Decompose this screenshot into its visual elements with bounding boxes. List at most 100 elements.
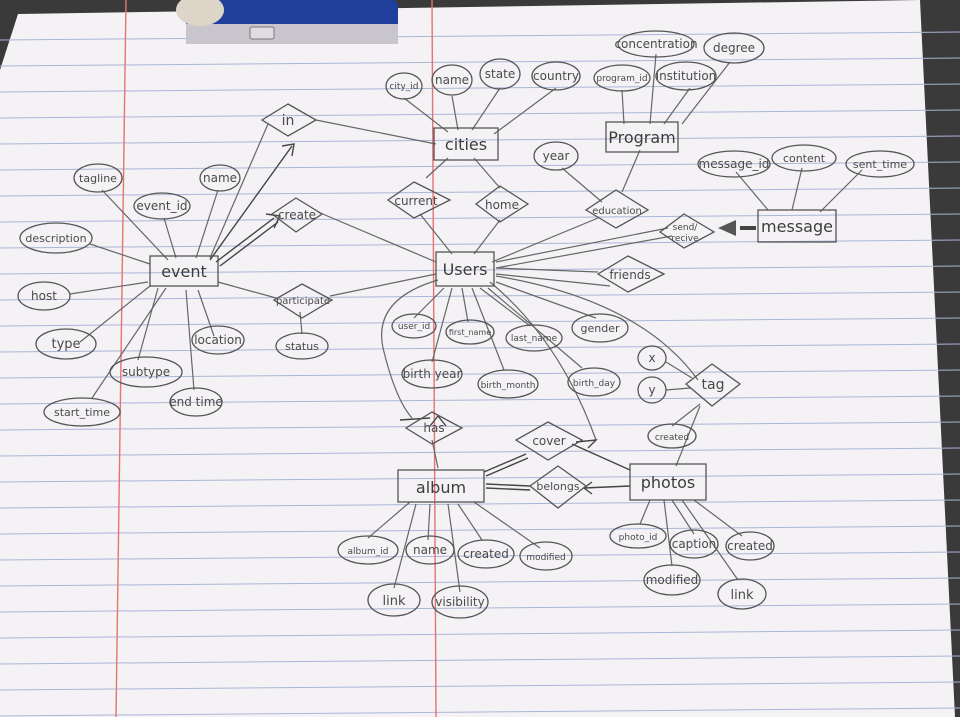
attr-birth-year-oval xyxy=(401,359,463,389)
attr-visibility-label: visibility xyxy=(435,595,484,609)
attr-year-oval xyxy=(533,141,579,171)
attr-photo-created-oval xyxy=(725,531,775,561)
attr-city-id-label: city_id xyxy=(389,82,418,92)
entity-photos-label: photos xyxy=(641,473,695,492)
ruled-line xyxy=(0,109,960,119)
rel-home-diamond xyxy=(474,185,530,223)
attr-photo-link-label: link xyxy=(731,588,754,603)
attr-tagline-oval xyxy=(73,163,123,193)
attr-user-id-oval xyxy=(391,313,437,339)
attr-end-time-label: end time xyxy=(169,395,223,409)
attr-album-name-label: name xyxy=(413,543,447,557)
rel-education-label: education xyxy=(592,206,642,217)
attr-start-time-label: start_time xyxy=(54,406,110,419)
ruled-line xyxy=(0,551,960,561)
attr-host-oval xyxy=(17,281,71,311)
attr-start-time-oval xyxy=(43,397,121,427)
attr-program-id-oval xyxy=(593,64,651,92)
entity-album-box xyxy=(397,469,485,503)
ruled-lines xyxy=(0,31,960,717)
attr-concentration-label: concentration xyxy=(614,37,697,51)
attr-subtype-oval xyxy=(109,356,183,388)
attr-birth-day-label: birth_day xyxy=(573,379,616,389)
ruled-line xyxy=(0,707,960,717)
rel-tag-label: tag xyxy=(702,377,725,393)
attr-first-name-oval xyxy=(445,319,495,345)
rel-in-diamond xyxy=(260,103,318,137)
entity-cities-box xyxy=(433,127,499,161)
ruled-line xyxy=(0,83,960,93)
attr-caption-oval xyxy=(669,529,719,559)
rel-has-label: has xyxy=(423,421,444,435)
arrow-lines xyxy=(209,143,756,495)
attr-state-oval xyxy=(479,58,521,90)
rel-participate-label: participate xyxy=(276,296,330,307)
rel-recive-label: recive xyxy=(671,234,699,244)
attr-user-id-label: user_id xyxy=(398,322,430,332)
attr-photo-link-oval xyxy=(717,578,767,610)
attr-photo-created-label: created xyxy=(727,539,773,553)
attr-program-id-label: program_id xyxy=(596,74,647,84)
attr-gender-label: gender xyxy=(581,322,620,335)
ruled-line xyxy=(0,473,960,483)
attr-degree-oval xyxy=(703,32,765,64)
attr-event-id-label: event_id xyxy=(136,199,187,213)
attr-tag-created-oval xyxy=(647,423,697,449)
attr-institution-oval xyxy=(655,61,717,91)
rel-education-diamond xyxy=(584,189,650,229)
attr-birth-year-label: birth year xyxy=(403,367,462,381)
attr-city-id-oval xyxy=(385,72,423,100)
rel-has-diamond xyxy=(404,411,464,445)
rel-cover-label: cover xyxy=(532,434,565,448)
attr-description-oval xyxy=(19,222,93,254)
attr-sent-time-label: sent_time xyxy=(853,158,907,171)
attr-message-id-label: message_id xyxy=(699,157,770,171)
attr-birth-month-label: birth_month xyxy=(481,381,536,391)
attr-status-oval xyxy=(275,332,329,360)
attr-visibility-oval xyxy=(431,585,489,619)
ruled-line xyxy=(0,135,960,145)
attr-content-oval xyxy=(771,144,837,172)
ruled-line xyxy=(0,655,960,665)
attr-first-name-label: first_name xyxy=(449,328,491,337)
attr-album-id-label: album_id xyxy=(348,547,389,557)
attr-photo-id-label: photo_id xyxy=(619,533,658,543)
attr-album-link-label: link xyxy=(383,594,406,609)
attr-message-id-oval xyxy=(697,150,771,178)
entity-users-label: Users xyxy=(443,260,488,279)
attr-last-name-oval xyxy=(505,324,563,352)
entity-program-box xyxy=(605,121,679,153)
rel-send-recive-diamond xyxy=(658,213,716,249)
ruled-line xyxy=(0,31,960,41)
ruled-line xyxy=(0,369,960,379)
attr-tag-y-oval xyxy=(637,376,667,404)
entity-album-label: album xyxy=(416,478,466,497)
attr-location-label: location xyxy=(194,333,242,347)
rel-create-diamond xyxy=(270,197,324,233)
entity-users-box xyxy=(435,251,495,287)
attr-sent-time-oval xyxy=(845,150,915,178)
attr-birth-month-oval xyxy=(477,369,539,399)
attr-end-time-oval xyxy=(169,387,223,417)
attr-photo-modified-label: modified xyxy=(646,573,699,587)
attr-content-label: content xyxy=(783,152,826,165)
attr-album-modified-oval xyxy=(519,541,573,571)
attr-concentration-oval xyxy=(617,30,695,58)
attr-caption-label: caption xyxy=(672,537,717,551)
margin-line-left xyxy=(115,0,127,717)
ruled-line xyxy=(0,629,960,639)
ruled-line xyxy=(0,317,960,327)
attr-album-name-oval xyxy=(405,535,455,565)
attr-city-name-label: name xyxy=(435,73,469,87)
rel-belongs-diamond xyxy=(528,465,588,509)
ruled-line xyxy=(0,603,960,613)
attr-tag-x-label: x xyxy=(648,351,655,365)
attr-tag-y-label: y xyxy=(648,383,655,397)
attr-country-oval xyxy=(531,61,581,91)
attr-album-id-oval xyxy=(337,535,399,565)
entity-message-box xyxy=(757,209,837,243)
ruled-line xyxy=(0,395,960,405)
ruled-line xyxy=(0,421,960,431)
